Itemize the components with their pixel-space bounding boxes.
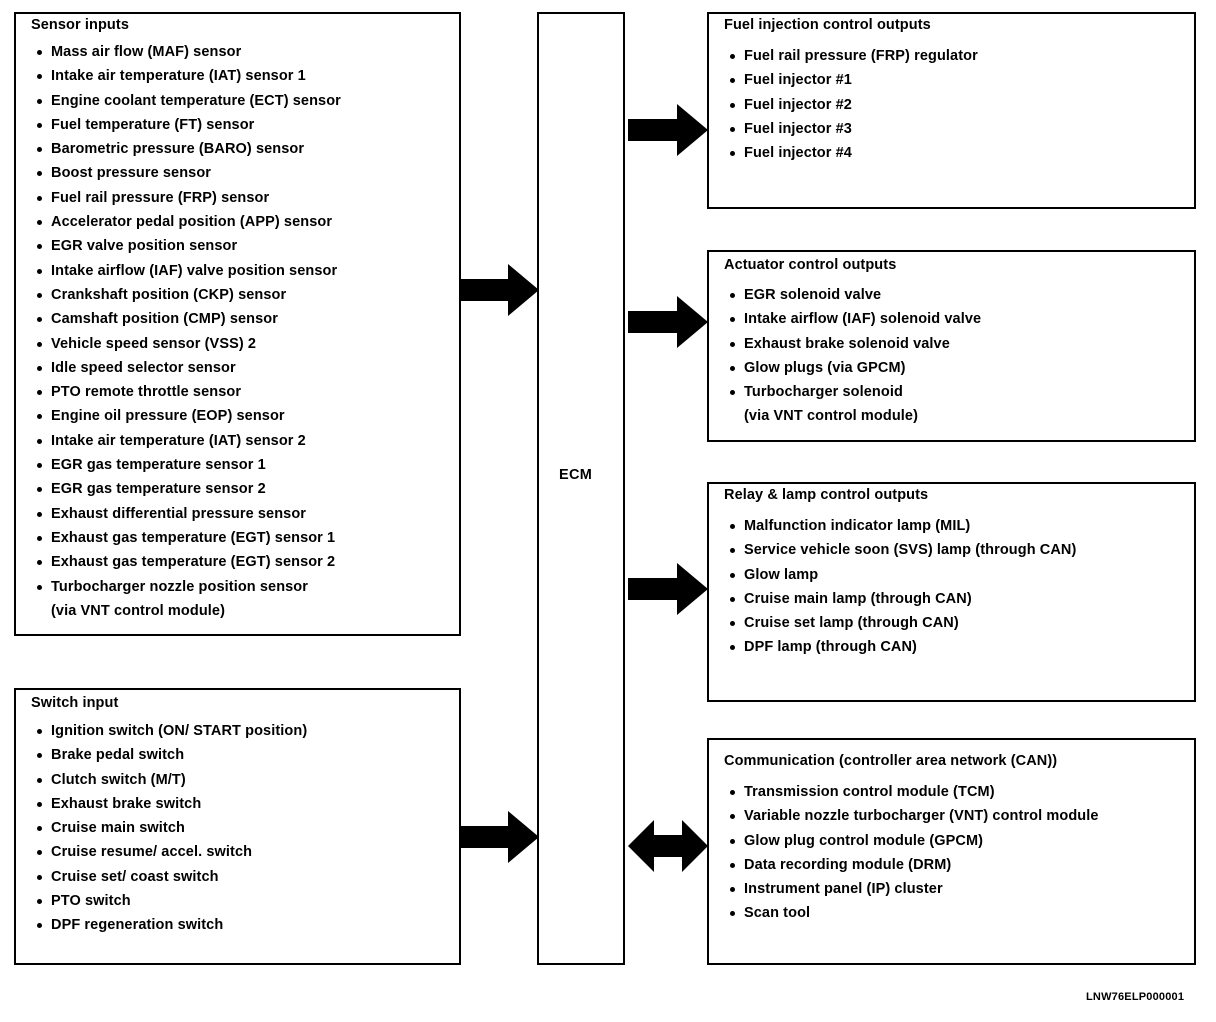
list-item: Idle speed selector sensor	[31, 356, 341, 380]
switch-input-list: Ignition switch (ON/ START position)Brak…	[31, 719, 307, 938]
list-item: Camshaft position (CMP) sensor	[31, 307, 341, 331]
list-item: Mass air flow (MAF) sensor	[31, 40, 341, 64]
list-item: Clutch switch (M/T)	[31, 768, 307, 792]
communication-box	[707, 738, 1196, 965]
list-item: Exhaust gas temperature (EGT) sensor 1	[31, 526, 341, 550]
list-item: Fuel rail pressure (FRP) sensor	[31, 186, 341, 210]
list-item: Fuel injector #1	[724, 68, 978, 92]
list-item: Fuel injector #4	[724, 141, 978, 165]
switch-input-title: Switch input	[31, 695, 119, 711]
list-item: Glow lamp	[724, 563, 1076, 587]
list-item-continuation: (via VNT control module)	[744, 408, 918, 425]
list-item: Data recording module (DRM)	[724, 853, 1099, 877]
list-item: Cruise resume/ accel. switch	[31, 840, 307, 864]
list-item: Fuel temperature (FT) sensor	[31, 113, 341, 137]
list-item: Malfunction indicator lamp (MIL)	[724, 514, 1076, 538]
list-item: Cruise main lamp (through CAN)	[724, 587, 1076, 611]
list-item: Ignition switch (ON/ START position)	[31, 719, 307, 743]
list-item: Fuel injector #2	[724, 93, 978, 117]
list-item: Service vehicle soon (SVS) lamp (through…	[724, 538, 1076, 562]
list-item: Barometric pressure (BARO) sensor	[31, 137, 341, 161]
list-item: PTO remote throttle sensor	[31, 380, 341, 404]
list-item: Vehicle speed sensor (VSS) 2	[31, 332, 341, 356]
list-item: Glow plug control module (GPCM)	[724, 829, 1099, 853]
sensor-inputs-to-ecm-arrow	[461, 264, 539, 316]
ecm-box	[537, 12, 625, 965]
list-item-continuation: (via VNT control module)	[51, 602, 225, 619]
list-item: Fuel rail pressure (FRP) regulator	[724, 44, 978, 68]
list-item: DPF lamp (through CAN)	[724, 635, 1076, 659]
list-item: Engine coolant temperature (ECT) sensor	[31, 89, 341, 113]
list-item: Intake airflow (IAF) solenoid valve	[724, 307, 981, 331]
list-item: Fuel injector #3	[724, 117, 978, 141]
ecm-to-actuator-control-outputs-arrow	[628, 296, 708, 348]
list-item: Instrument panel (IP) cluster	[724, 877, 1099, 901]
list-item: Intake air temperature (IAT) sensor 1	[31, 64, 341, 88]
fuel-injection-control-outputs-title: Fuel injection control outputs	[724, 17, 931, 33]
list-item: Transmission control module (TCM)	[724, 780, 1099, 804]
list-item: Crankshaft position (CKP) sensor	[31, 283, 341, 307]
list-item: DPF regeneration switch	[31, 913, 307, 937]
sensor-inputs-title: Sensor inputs	[31, 17, 129, 33]
list-item: Exhaust differential pressure sensor	[31, 502, 341, 526]
list-item: Turbocharger solenoid	[724, 380, 981, 404]
relay-lamp-control-outputs-title: Relay & lamp control outputs	[724, 487, 929, 503]
fuel-injection-control-outputs-box	[707, 12, 1196, 209]
ecm-to-relay-lamp-control-outputs-arrow	[628, 563, 708, 615]
list-item: Accelerator pedal position (APP) sensor	[31, 210, 341, 234]
ecm-label: ECM	[559, 467, 593, 483]
actuator-control-outputs-title: Actuator control outputs	[724, 257, 897, 273]
communication-list: Transmission control module (TCM)Variabl…	[724, 780, 1099, 926]
list-item: Exhaust brake solenoid valve	[724, 332, 981, 356]
list-item: Cruise set lamp (through CAN)	[724, 611, 1076, 635]
ecm-to-fuel-injection-control-outputs-arrow	[628, 104, 708, 156]
list-item: EGR gas temperature sensor 1	[31, 453, 341, 477]
relay-lamp-control-outputs-box	[707, 482, 1196, 702]
switch-input-box	[14, 688, 461, 965]
relay-lamp-control-outputs-list: Malfunction indicator lamp (MIL)Service …	[724, 514, 1076, 660]
list-item: Exhaust brake switch	[31, 792, 307, 816]
list-item: Variable nozzle turbocharger (VNT) contr…	[724, 804, 1099, 828]
list-item: Exhaust gas temperature (EGT) sensor 2	[31, 550, 341, 574]
list-item: Boost pressure sensor	[31, 161, 341, 185]
communication-title: Communication (controller area network (…	[724, 753, 1058, 769]
list-item: Cruise main switch	[31, 816, 307, 840]
list-item: EGR valve position sensor	[31, 234, 341, 258]
switch-input-to-ecm-arrow	[461, 811, 539, 863]
list-item: Scan tool	[724, 901, 1099, 925]
list-item: Glow plugs (via GPCM)	[724, 356, 981, 380]
list-item: PTO switch	[31, 889, 307, 913]
list-item: Intake air temperature (IAT) sensor 2	[31, 429, 341, 453]
list-item: EGR gas temperature sensor 2	[31, 477, 341, 501]
sensor-inputs-box	[14, 12, 461, 636]
list-item: Turbocharger nozzle position sensor	[31, 575, 341, 599]
ecm-to-communication-arrow	[628, 818, 708, 874]
list-item: Cruise set/ coast switch	[31, 865, 307, 889]
list-item: EGR solenoid valve	[724, 283, 981, 307]
actuator-control-outputs-box	[707, 250, 1196, 442]
list-item: Intake airflow (IAF) valve position sens…	[31, 259, 341, 283]
list-item: Engine oil pressure (EOP) sensor	[31, 404, 341, 428]
list-item: Brake pedal switch	[31, 743, 307, 767]
figure-reference-code: LNW76ELP000001	[1086, 991, 1185, 1003]
